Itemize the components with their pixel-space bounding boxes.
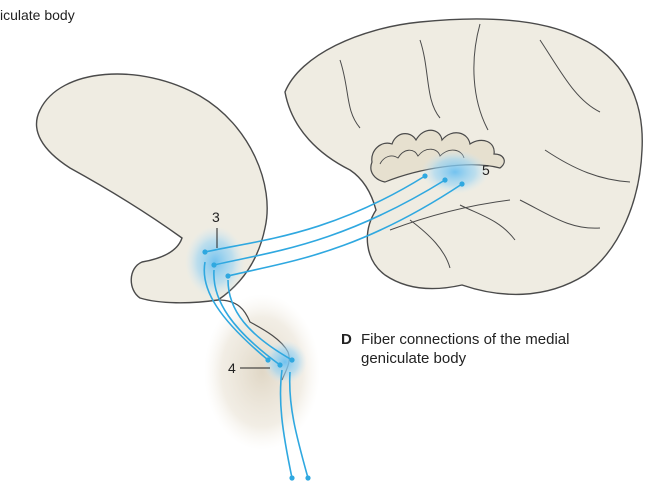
- label-5: 5: [482, 162, 490, 178]
- caption-letter: D: [341, 330, 361, 349]
- label-4: 4: [228, 360, 236, 376]
- caption-line-2: geniculate body: [361, 350, 466, 367]
- caption-line-1: Fiber connections of the medial: [361, 331, 569, 348]
- label-3: 3: [212, 209, 220, 225]
